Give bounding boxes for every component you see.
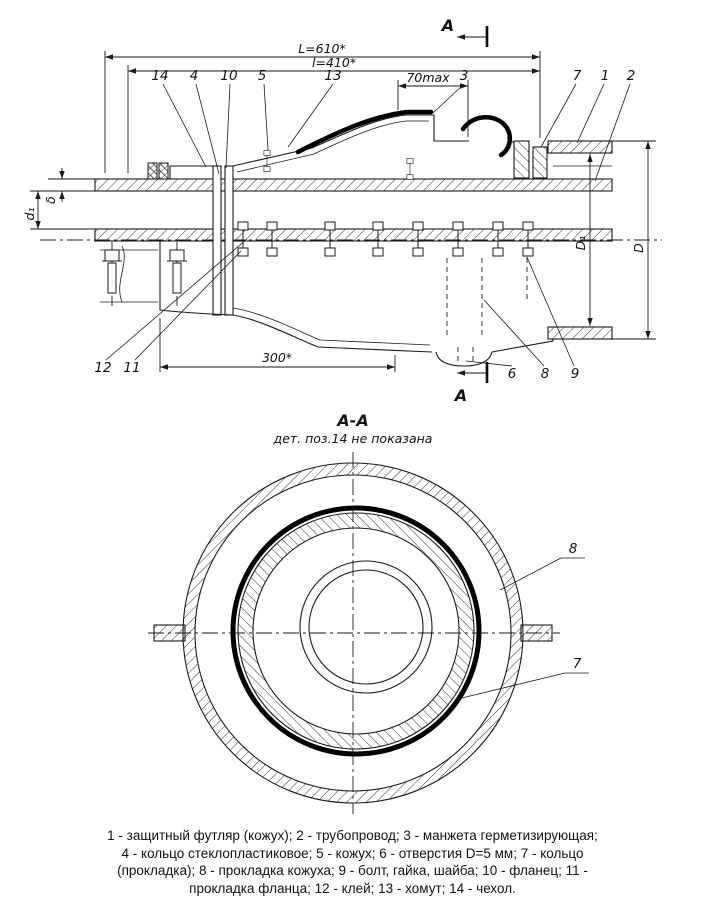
callout-13: 13	[324, 68, 341, 84]
pipe-upper-wall	[94, 178, 613, 192]
main-section-view: L=610* l=410* 70max 300* δ d₁ D₁ D	[22, 16, 662, 405]
leader-7	[540, 83, 577, 148]
left-ring-2	[158, 162, 169, 180]
dim-label-D1: D₁	[573, 236, 588, 251]
leader-4	[195, 83, 220, 175]
bore-outer-circle	[299, 560, 433, 694]
break-wavy-line	[119, 245, 125, 303]
pipe-lower-wall	[94, 228, 613, 242]
caption-line-4: прокладка фланца; 12 - клей; 13 - хомут;…	[189, 880, 516, 896]
callout-3: 3	[460, 68, 469, 84]
right-ring-1	[513, 140, 530, 179]
drain-bump	[435, 351, 493, 367]
clamp-bolt	[263, 150, 271, 172]
section-letter-top: А	[440, 16, 454, 35]
callout-8: 8	[541, 366, 550, 382]
callout-4: 4	[190, 68, 199, 84]
manzheta-top	[295, 109, 434, 155]
pipe-ring-inner-edge	[252, 527, 460, 735]
dim-label-l: l=410*	[312, 55, 356, 70]
left-ring-1	[147, 162, 158, 180]
leader-9	[526, 256, 575, 367]
dim-label-300: 300*	[262, 350, 292, 365]
caption-line-1: 1 - защитный футляр (кожух); 2 - трубопр…	[107, 828, 598, 843]
leader-6	[465, 360, 513, 367]
dim-label-d1: d₁	[22, 208, 37, 221]
leader-12	[105, 238, 248, 361]
right-ring-2	[532, 146, 548, 179]
leader-5	[263, 83, 269, 151]
manzheta-curl	[460, 115, 513, 158]
cover-bolt	[406, 158, 414, 180]
callout-6: 6	[508, 366, 517, 382]
callout-14: 14	[151, 68, 168, 84]
cover-bottom-right	[491, 339, 554, 353]
gasket-ring	[230, 505, 482, 757]
section-view-title: А-А	[335, 411, 368, 430]
leader-8-section	[499, 557, 562, 591]
leader-7-section	[461, 672, 566, 699]
callout-9: 9	[571, 366, 580, 382]
section-letter-bottom: А	[453, 386, 467, 405]
dim-label-D: D	[631, 243, 646, 253]
sleeve-lower-wall	[547, 326, 613, 340]
callout-8-section: 8	[569, 541, 578, 557]
caption-line-3: (прокладка); 8 - прокладка кожуха; 9 - б…	[117, 863, 588, 878]
leader-2	[594, 83, 631, 182]
leader-3	[432, 83, 465, 114]
section-aa-view: А-А дет. поз.14 не показана 8 7	[148, 411, 589, 814]
callout-5: 5	[258, 68, 267, 84]
callout-7-section: 7	[573, 656, 582, 672]
left-bolt	[101, 241, 123, 307]
sleeve-upper-wall	[547, 140, 613, 154]
caption-line-2: 4 - кольцо стеклопластиковое; 5 - кожух;…	[121, 845, 584, 861]
bore-inner-circle	[308, 569, 424, 685]
dim-label-delta: δ	[43, 196, 58, 204]
callout-1: 1	[601, 68, 610, 84]
flange-plate-1	[212, 165, 222, 316]
callout-11: 11	[123, 360, 140, 376]
leader-10	[225, 83, 231, 169]
manzheta-link	[506, 137, 515, 144]
flange-plate-2	[224, 165, 234, 316]
callout-10: 10	[220, 68, 237, 84]
callout-7: 7	[573, 68, 582, 84]
cover-bottom-outline	[232, 314, 433, 353]
callout-2: 2	[627, 68, 636, 84]
cover-bottom-inner-line	[232, 307, 431, 346]
parts-caption: 1 - защитный футляр (кожух); 2 - трубопр…	[0, 827, 705, 897]
dim-label-70max: 70max	[406, 70, 450, 85]
leader-14	[162, 83, 207, 168]
leader-1	[576, 83, 605, 144]
cover-top-inner-line	[236, 120, 429, 173]
leader-8	[483, 299, 545, 367]
dim-label-L: L=610*	[298, 41, 346, 56]
left-bolt	[166, 241, 188, 307]
pipe-ring-outer-edge	[237, 512, 475, 750]
section-view-note: дет. поз.14 не показана	[273, 431, 433, 446]
leader-11	[134, 250, 242, 361]
cover-left-lower	[159, 241, 234, 316]
callout-12: 12	[94, 360, 111, 376]
leader-13	[287, 83, 334, 148]
cover-top-outline	[169, 114, 469, 179]
